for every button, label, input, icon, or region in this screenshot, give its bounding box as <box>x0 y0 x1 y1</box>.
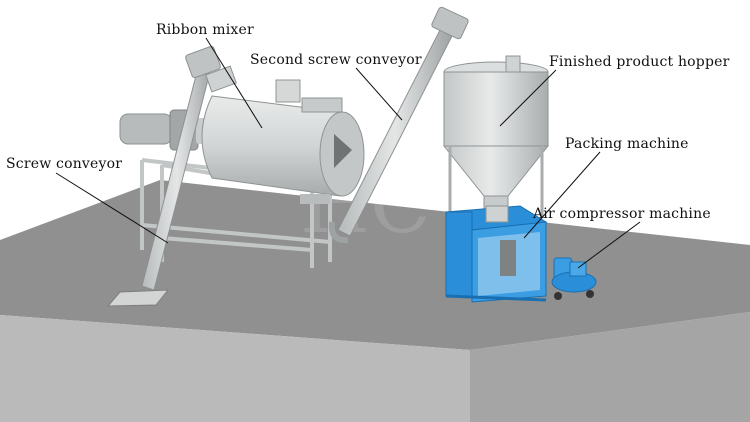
floor-slab <box>0 180 750 422</box>
label-air-compressor-machine: Air compressor machine <box>533 206 711 222</box>
finished-product-hopper <box>442 55 550 218</box>
ribbon-mixer <box>201 79 365 204</box>
label-packing-machine: Packing machine <box>565 136 689 152</box>
leader-lines <box>55 37 641 269</box>
air-compressor-machine <box>551 257 597 300</box>
leader-screw-conveyor <box>55 172 169 244</box>
floor-side <box>470 312 750 422</box>
second-screw-conveyor <box>328 6 469 244</box>
mixer-drive-motor <box>119 109 216 151</box>
packing-machine <box>444 205 548 303</box>
leader-packing-machine <box>523 151 601 239</box>
label-screw-conveyor: Screw conveyor <box>6 156 123 172</box>
floor-top <box>0 180 750 350</box>
floor-front <box>0 315 470 422</box>
label-second-screw-conveyor: Second screw conveyor <box>250 52 422 68</box>
leader-air-compressor-machine <box>577 221 641 269</box>
floor-inlet <box>106 289 170 307</box>
label-ribbon-mixer: Ribbon mixer <box>156 22 254 38</box>
leader-second-screw-conveyor <box>355 67 403 121</box>
leader-ribbon-mixer <box>205 37 263 129</box>
label-finished-product-hopper: Finished product hopper <box>549 54 730 70</box>
leader-finished-product-hopper <box>499 69 557 127</box>
screw-conveyor <box>141 45 237 291</box>
